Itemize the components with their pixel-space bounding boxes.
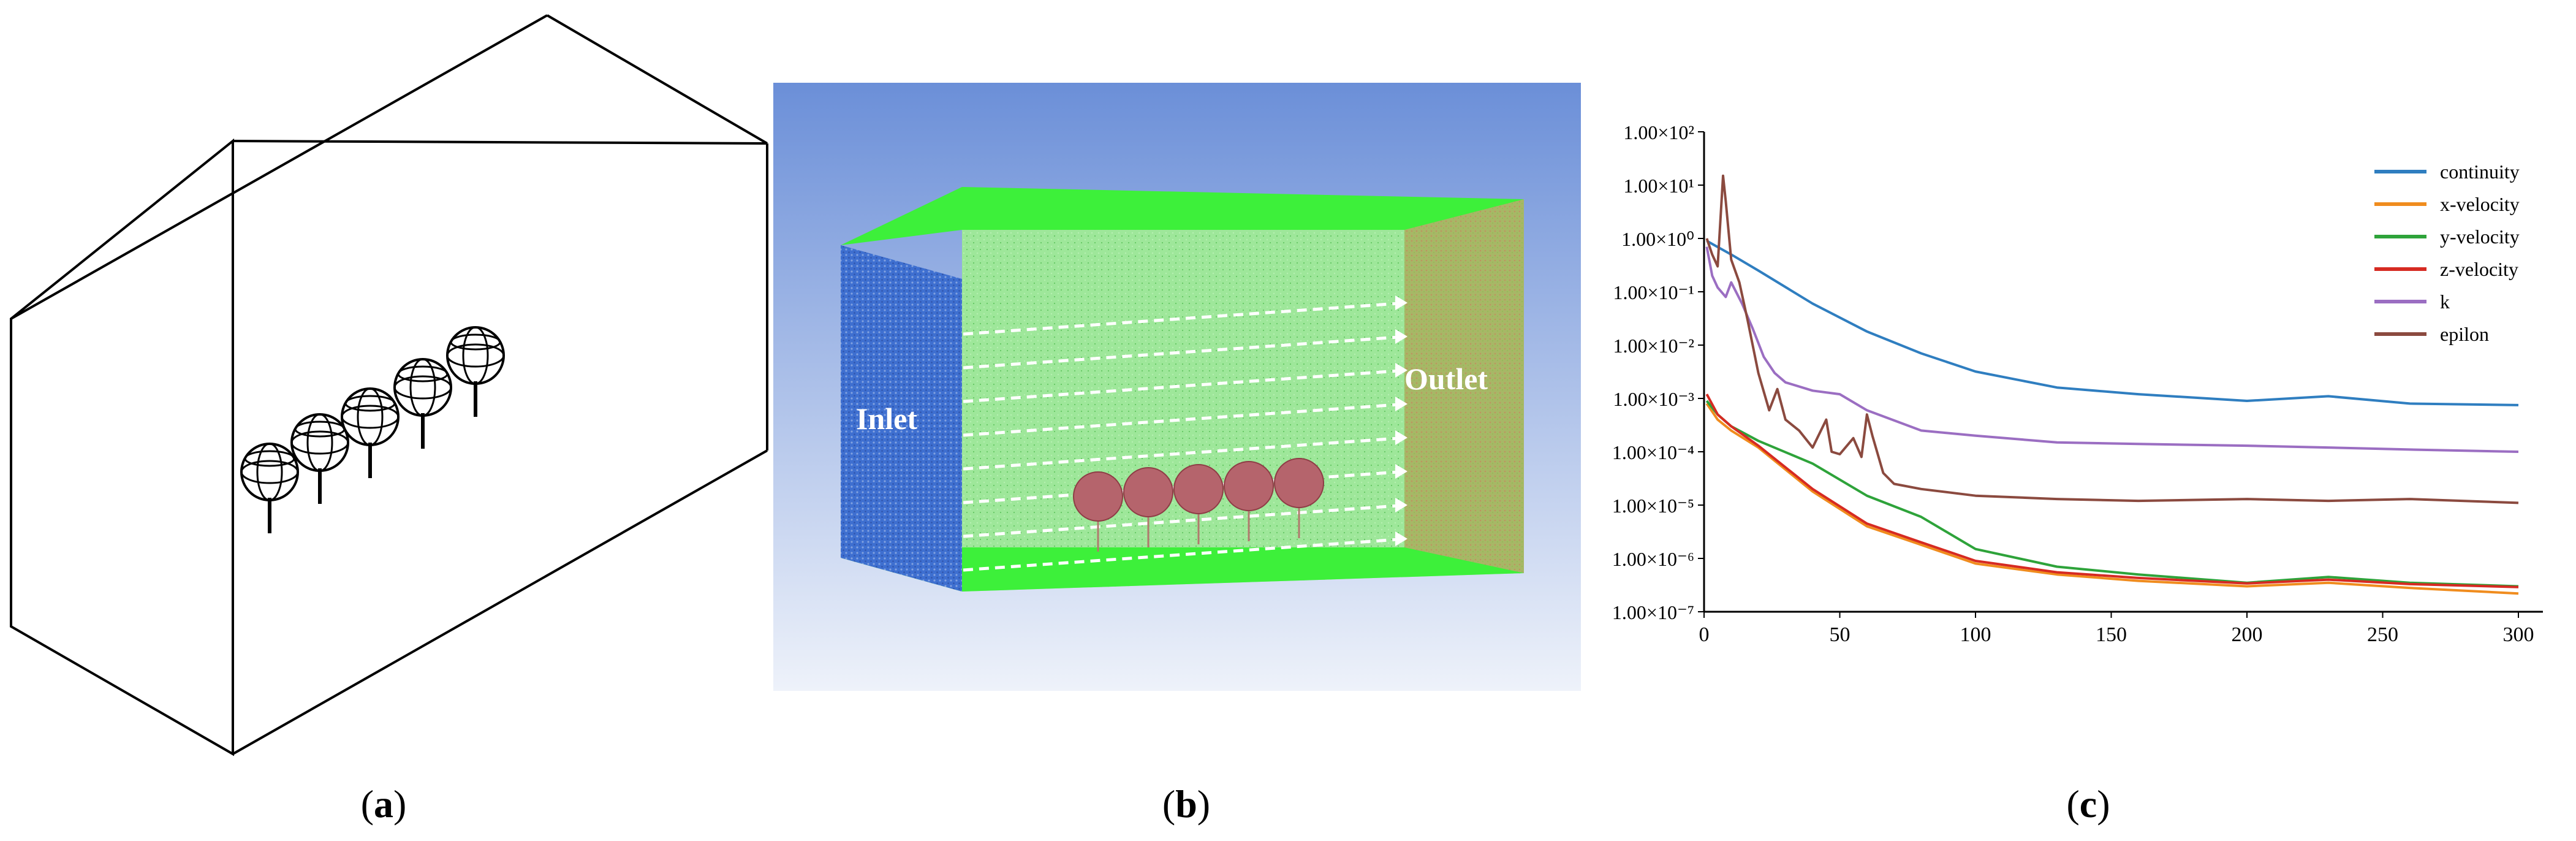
x-tick-label: 300 (2503, 623, 2534, 646)
caption-c: (c) (2066, 782, 2110, 826)
y-tick-label: 1.00×10² (1623, 121, 1694, 143)
flow-arrow (963, 430, 1407, 471)
tree-icon (240, 443, 299, 533)
caption-c-letter: c (2079, 782, 2097, 826)
panel-c: 1.00×10⁻⁷ 1.00×10⁻⁶ 1.00×10⁻⁵ 1.00×10⁻⁴ 1.00… (1587, 110, 2576, 656)
caption-b-letter: b (1175, 782, 1197, 826)
caption-a-letter: a (374, 782, 393, 826)
y-tick-label: 1.00×10⁻⁴ (1612, 441, 1694, 463)
flow-arrow (963, 464, 1407, 504)
y-tick-label: 1.00×10⁻⁷ (1612, 601, 1694, 623)
legend-label: continuity (2440, 161, 2520, 183)
residuals-chart: 1.00×10⁻⁷ 1.00×10⁻⁶ 1.00×10⁻⁵ 1.00×10⁻⁴ 1.00… (1612, 121, 2543, 646)
outlet-label: Outlet (1404, 362, 1488, 396)
flow-arrow (963, 531, 1407, 572)
tree-icon (1274, 458, 1324, 538)
box-edge (232, 449, 768, 755)
tree-group (240, 326, 505, 533)
legend-label: x-velocity (2440, 193, 2520, 215)
legend-label: k (2440, 291, 2450, 313)
chart-legend: continuity x-velocity y-velocity z-velocity… (2374, 161, 2520, 345)
flow-arrow (963, 329, 1407, 370)
box-edge (10, 14, 548, 320)
x-axis-ticks: 0 50 100 150 200 250 300 (1699, 612, 2534, 646)
tree-icon (446, 326, 505, 417)
y-tick-label: 1.00×10⁰ (1621, 228, 1694, 250)
inlet-label: Inlet (856, 401, 917, 436)
flow-arrows (963, 295, 1407, 572)
flow-arrow (963, 295, 1407, 336)
tree-group (1073, 458, 1324, 552)
wireframe-domain-drawing (10, 14, 768, 756)
y-tick-label: 1.00×10¹ (1623, 175, 1694, 197)
x-tick-label: 100 (1960, 623, 1991, 646)
y-axis-ticks: 1.00×10⁻⁷ 1.00×10⁻⁶ 1.00×10⁻⁵ 1.00×10⁻⁴ 1.00… (1612, 121, 1704, 623)
legend-label: z-velocity (2440, 258, 2518, 280)
flow-arrow (963, 498, 1407, 538)
series-line-continuity (1706, 240, 2519, 406)
panel-a (0, 0, 772, 797)
series-line-z-velocity (1705, 394, 2519, 588)
y-tick-label: 1.00×10⁻⁵ (1612, 495, 1694, 517)
caption-b: (b) (1162, 782, 1211, 826)
panel-b: Inlet Outlet (773, 83, 1581, 691)
series-lines (1705, 174, 2519, 595)
tree-icon (1123, 467, 1173, 547)
x-tick-label: 50 (1830, 623, 1851, 646)
box-edge (546, 14, 768, 145)
tree-icon (1224, 461, 1274, 541)
box-front-face (10, 138, 234, 756)
series-line-epilon (1705, 174, 2519, 504)
legend-label: epilon (2440, 323, 2489, 345)
domain-bottom-face (841, 547, 1524, 592)
tree-icon (393, 358, 452, 449)
series-line-x-velocity (1705, 403, 2519, 595)
box-edge (232, 140, 768, 145)
legend-label: y-velocity (2440, 226, 2520, 248)
y-tick-label: 1.00×10⁻³ (1613, 388, 1694, 410)
flow-arrow (963, 397, 1407, 437)
x-tick-label: 250 (2367, 623, 2398, 646)
x-tick-label: 0 (1699, 623, 1710, 646)
mesh-domain-render: Inlet Outlet (773, 83, 1581, 691)
x-tick-label: 200 (2232, 623, 2263, 646)
tree-icon (290, 413, 349, 504)
tree-icon (341, 387, 400, 478)
series-line-k (1705, 246, 2519, 453)
y-tick-label: 1.00×10⁻¹ (1613, 281, 1694, 303)
tree-icon (1073, 471, 1123, 552)
caption-a: (a) (360, 782, 407, 826)
tree-icon (1173, 464, 1224, 544)
flow-arrow (963, 363, 1407, 403)
x-tick-label: 150 (2096, 623, 2127, 646)
outlet-mesh (1404, 199, 1524, 573)
y-tick-label: 1.00×10⁻² (1613, 335, 1694, 357)
y-tick-label: 1.00×10⁻⁶ (1612, 548, 1694, 570)
inlet-mesh (841, 245, 962, 592)
domain-top-face (841, 187, 1524, 245)
